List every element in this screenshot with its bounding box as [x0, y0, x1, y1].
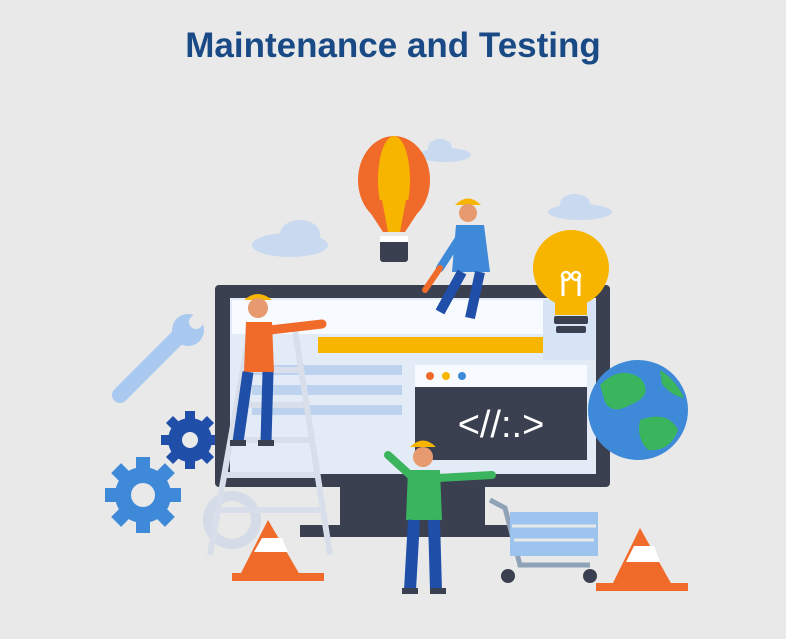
lightbulb-icon	[533, 230, 609, 333]
window-dot-icon	[458, 372, 466, 380]
code-symbol: <//:.>	[458, 404, 545, 446]
worker-sitting	[422, 198, 490, 320]
worker-standing	[384, 440, 496, 594]
traffic-cone-icon	[596, 528, 688, 591]
cloud-icon	[419, 139, 471, 162]
hot-air-balloon-icon	[358, 136, 430, 262]
traffic-cone-icon	[232, 520, 324, 581]
gear-icon	[105, 457, 181, 533]
globe-icon	[588, 360, 688, 460]
page-title: Maintenance and Testing	[185, 26, 601, 65]
code-window: <//:.>	[415, 365, 587, 460]
window-dot-icon	[426, 372, 434, 380]
cloud-icon	[548, 194, 612, 220]
gear-icon	[161, 411, 219, 469]
shopping-cart-icon	[488, 497, 598, 583]
cloud-icon	[252, 220, 328, 257]
gear-icon	[203, 491, 261, 549]
worker-on-ladder	[230, 294, 327, 446]
wrench-icon	[112, 314, 204, 403]
window-dot-icon	[442, 372, 450, 380]
